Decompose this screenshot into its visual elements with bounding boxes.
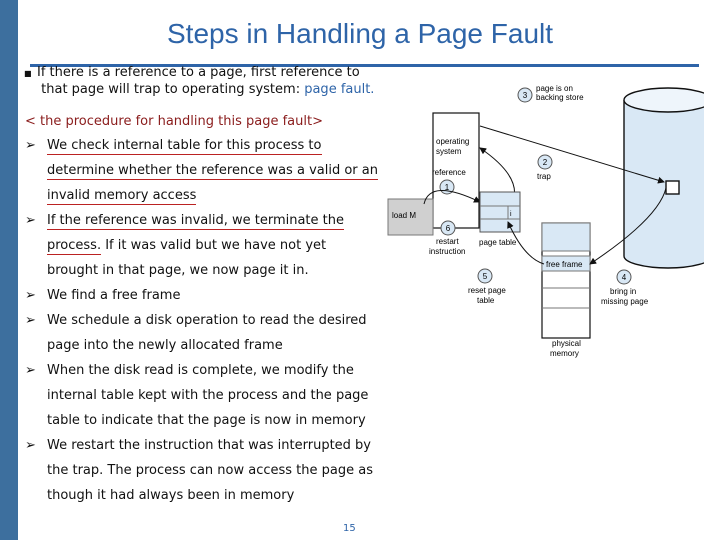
step-1-line-1: ➢We check internal table for this proces… xyxy=(25,136,387,161)
square-bullet-icon: ■ xyxy=(24,69,32,78)
step-6-line-2: the trap. The process can now access the… xyxy=(47,463,373,478)
arrow-bullet-icon: ➢ xyxy=(25,363,36,378)
restart-label-1: restart xyxy=(436,237,459,246)
step-6-line-1: ➢We restart the instruction that was int… xyxy=(25,436,387,461)
step-1-line-3: invalid memory access xyxy=(47,188,197,205)
step-3-number: 3 xyxy=(523,91,528,100)
intro-line-2: that page will trap to operating system:… xyxy=(41,82,375,97)
reset-label-2: table xyxy=(477,296,495,305)
os-label-2: system xyxy=(436,147,462,156)
restart-label-2: instruction xyxy=(429,247,465,256)
step-2-badge xyxy=(537,154,553,170)
reference-label: reference xyxy=(432,168,466,177)
invalid-bit: i xyxy=(510,211,512,218)
step-2-line-2: process. If it was valid but we have not… xyxy=(47,238,327,255)
slide-title: Steps in Handling a Page Fault xyxy=(166,18,554,49)
left-accent-bar xyxy=(0,0,18,540)
intro-line-1: If there is a reference to a page, first… xyxy=(37,65,360,80)
step-2-line-3: brought in that page, we now page it in. xyxy=(47,263,309,278)
arrow-bullet-icon: ➢ xyxy=(25,213,36,228)
step-5-line-3: table to indicate that the page is now i… xyxy=(47,413,366,428)
reference-arrow xyxy=(423,190,481,205)
title-divider xyxy=(30,64,699,67)
step-5-line-2: internal table kept with the process and… xyxy=(47,388,369,403)
step-5-line-1: ➢When the disk read is complete, we modi… xyxy=(25,361,387,386)
step-6-badge xyxy=(440,220,456,236)
os-box xyxy=(432,112,480,229)
backing-store-label-1: page is on xyxy=(536,84,573,93)
svg-text:1: 1 xyxy=(445,183,450,192)
reset-label-1: reset page xyxy=(468,286,506,295)
trap-label: trap xyxy=(537,172,551,181)
reset-arrow xyxy=(507,221,545,265)
physical-memory-label-1: physical xyxy=(552,339,581,348)
page-fault-term: page fault. xyxy=(304,82,375,97)
bring-in-label-2: missing page xyxy=(601,297,649,306)
physical-memory-label-2: memory xyxy=(550,349,579,358)
svg-text:2: 2 xyxy=(543,158,548,167)
page-table-label: page table xyxy=(479,238,517,247)
step-6-line-3: though it had always been in memory xyxy=(47,488,295,503)
step-3-badge xyxy=(517,87,533,103)
step-3-line-1: ➢We find a free frame xyxy=(25,286,387,311)
step-5-badge xyxy=(477,268,493,284)
page-number: 15 xyxy=(343,523,356,534)
svg-text:4: 4 xyxy=(622,273,627,282)
free-frame-label: free frame xyxy=(546,260,583,269)
step-2-line-1: ➢If the reference was invalid, we termin… xyxy=(25,211,387,236)
page-fault-diagram: 3 page is on backing store operating sys… xyxy=(387,84,704,358)
step-4-line-1: ➢We schedule a disk operation to read th… xyxy=(25,311,387,336)
arrow-bullet-icon: ➢ xyxy=(25,313,36,328)
os-label-1: operating xyxy=(436,137,469,146)
step-4-line-2: page into the newly allocated frame xyxy=(47,338,283,353)
bring-in-label-1: bring in xyxy=(610,287,636,296)
step-4-badge xyxy=(616,269,632,285)
step-1-line-2: determine whether the reference was a va… xyxy=(47,163,378,180)
svg-text:5: 5 xyxy=(483,272,488,281)
backing-store-cylinder xyxy=(623,87,704,269)
backing-store-label-2: backing store xyxy=(536,93,584,102)
missing-page-on-disk xyxy=(665,180,680,195)
os-to-disk-arrow xyxy=(479,125,665,184)
procedure-heading: < the procedure for handling this page f… xyxy=(25,114,323,129)
arrow-bullet-icon: ➢ xyxy=(25,138,36,153)
page-table xyxy=(479,191,521,233)
load-instruction: load M xyxy=(392,211,416,220)
arrow-bullet-icon: ➢ xyxy=(25,438,36,453)
bring-in-arrow xyxy=(589,187,667,265)
arrow-bullet-icon: ➢ xyxy=(25,288,36,303)
intro-paragraph: ■ If there is a reference to a page, fir… xyxy=(24,64,396,98)
svg-text:6: 6 xyxy=(446,224,451,233)
steps-list: ➢We check internal table for this proces… xyxy=(25,136,387,511)
process-box xyxy=(387,198,434,236)
